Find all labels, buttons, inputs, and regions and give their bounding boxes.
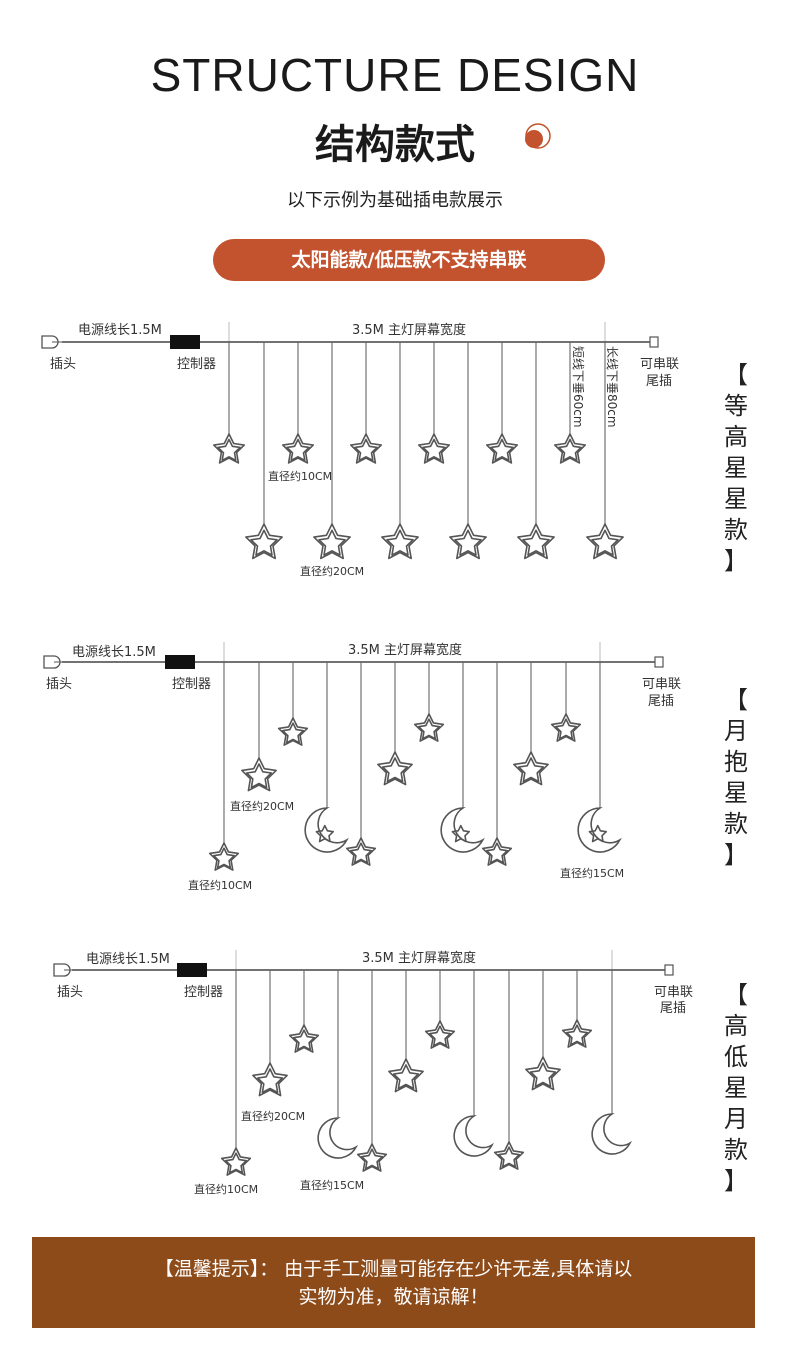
star-light-icon [220,1147,252,1176]
diagram-moon-hug-stars: 电源线长1.5M 插头 控制器 3.5M 主灯屏幕宽度 可串联 尾插 直径约20… [43,642,681,892]
tail-plug-label-1: 可串联 [654,985,693,1000]
star-light-icon [388,1058,424,1093]
plug-icon [53,963,72,977]
star-light-icon [424,1020,456,1049]
diameter-large-label: 直径约20CM [230,799,294,813]
star-light-icon [486,433,518,464]
moon-light-icon [591,1113,633,1155]
controller-box [170,335,200,349]
diameter-large-label: 直径约20CM [300,564,364,578]
power-cord-label: 电源线长1.5M [86,952,170,967]
subtitle: 以下示例为基础插电款展示 [287,190,503,211]
side-label-high-low: 【高低星月款】 [724,981,748,1195]
star-light-icon [241,757,277,792]
star-light-icon [213,433,245,464]
tail-plug-icon [654,656,664,668]
star-light-icon [245,523,283,560]
plug-icon [43,655,62,669]
star-light-icon [313,523,351,560]
controller-label: 控制器 [184,985,223,1000]
star-light-icon [277,717,309,746]
warm-tip-notice: 【温馨提示】： 由于手工测量可能存在少许无差,具体请以 实物为准，敬请谅解！ [32,1237,755,1328]
controller-label: 控制器 [172,677,211,692]
diameter-small-label: 直径约10CM [268,469,332,483]
star-light-icon [525,1056,561,1091]
width-label: 3.5M 主灯屏幕宽度 [348,642,462,658]
star-light-icon [418,433,450,464]
star-light-icon [350,433,382,464]
diameter-moon-label: 直径约15CM [300,1178,364,1192]
star-light-icon [381,523,419,560]
star-light-icon [282,433,314,464]
star-light-icon [377,751,413,786]
diameter-small-label: 直径约10CM [194,1182,258,1196]
power-cord-label: 电源线长1.5M [72,645,156,660]
width-label: 3.5M 主灯屏幕宽度 [362,950,476,966]
star-light-icon [252,1062,288,1097]
diagram-high-low-star-moon: 电源线长1.5M 插头 控制器 3.5M 主灯屏幕宽度 可串联 尾插 直径约20… [53,950,693,1196]
title-en: STRUCTURE DESIGN [150,49,640,101]
moon-light-icon [577,807,622,853]
star-light-icon [449,523,487,560]
tail-plug-label-1: 可串联 [642,677,681,692]
star-light-icon [550,713,582,742]
tail-plug-label-2: 尾插 [660,1001,686,1016]
star-light-icon [208,842,240,871]
diameter-small-label: 直径约10CM [188,878,252,892]
plug-label: 插头 [57,985,83,1000]
short-drop-label: 短线下垂60cm [571,346,585,428]
width-label: 3.5M 主灯屏幕宽度 [352,322,466,338]
title-cn: 结构款式 [315,122,475,168]
plug-icon [41,335,62,349]
star-light-icon [561,1019,593,1048]
tail-plug-label-2: 尾插 [648,694,674,709]
controller-label: 控制器 [177,357,216,372]
tail-plug-label-2: 尾插 [646,374,672,389]
plug-label: 插头 [46,677,72,692]
moon-light-icon [317,1117,359,1159]
decorative-dot-icon [525,123,551,149]
diameter-moon-label: 直径约15CM [560,866,624,880]
notice-line-2: 实物为准，敬请谅解！ [298,1286,489,1308]
star-light-icon [288,1024,320,1053]
tail-plug-icon [664,964,674,976]
star-light-icon [554,433,586,464]
plug-label: 插头 [50,357,76,372]
star-light-icon [481,837,513,866]
side-label-moon-stars: 【月抱星款】 [724,686,748,869]
solar-notice-pill: 太阳能款/低压款不支持串联 [213,239,605,281]
tail-plug-label-1: 可串联 [640,357,679,372]
notice-line-1: 【温馨提示】： 由于手工测量可能存在少许无差,具体请以 [154,1258,633,1280]
moon-light-icon [304,807,349,853]
side-label-equal-stars: 【等高星星款】 [724,361,748,575]
star-light-icon [413,713,445,742]
star-light-icon [345,837,377,866]
star-light-icon [493,1141,525,1170]
star-light-icon [356,1143,388,1172]
controller-box [177,963,207,977]
tail-plug-icon [649,336,659,348]
diameter-large-label: 直径约20CM [241,1109,305,1123]
diagram-equal-height-stars: 电源线长1.5M 插头 控制器 3.5M 主灯屏幕宽度 可串联 尾插 短线下垂6… [41,322,679,578]
star-light-icon [517,523,555,560]
moon-light-icon [440,807,485,853]
controller-box [165,655,195,669]
moon-light-icon [453,1115,495,1157]
star-light-icon [513,751,549,786]
power-cord-label: 电源线长1.5M [78,323,162,338]
long-drop-label: 长线下垂80cm [605,346,619,428]
star-light-icon [586,523,624,560]
